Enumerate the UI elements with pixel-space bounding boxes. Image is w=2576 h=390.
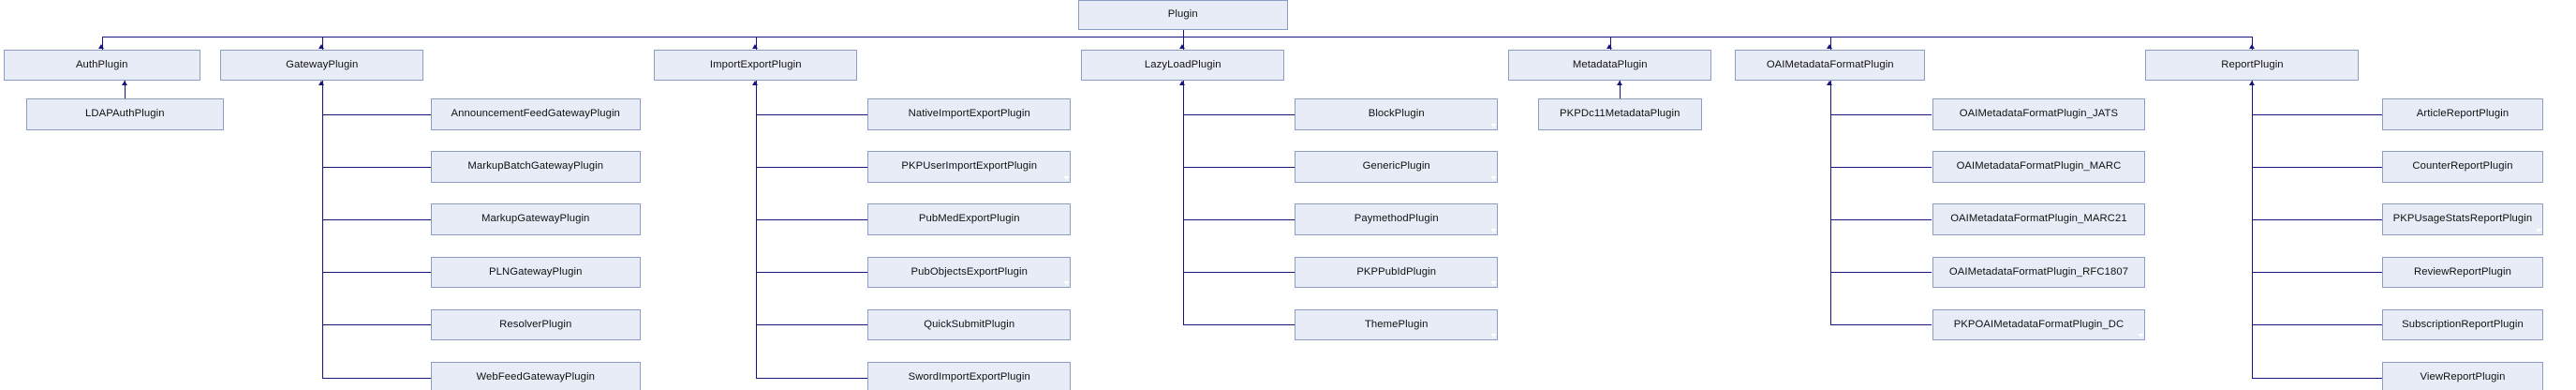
class-node-report-child-4[interactable]: SubscriptionReportPlugin	[2382, 308, 2543, 341]
bus-drop-oai	[1829, 36, 1831, 50]
class-node-report-child-0[interactable]: ArticleReportPlugin	[2382, 98, 2543, 130]
class-node-lazyload-child-3[interactable]: PKPPubIdPlugin	[1295, 256, 1499, 289]
class-node-importexport-child-1[interactable]: PKPUserImportExportPlugin	[867, 151, 1072, 183]
class-node-gateway-child-1[interactable]: MarkupBatchGatewayPlugin	[430, 151, 641, 183]
class-node-lazyload-child-0[interactable]: BlockPlugin	[1295, 98, 1499, 130]
class-node-lazyload-child-1[interactable]: GenericPlugin	[1295, 151, 1499, 183]
stub-importexport-3	[755, 272, 867, 274]
bus-drop-lazyload	[1182, 36, 1184, 50]
inheritance-arrow-icon-oai-0	[1827, 80, 1833, 85]
stub-oai-1	[1829, 167, 1932, 168]
inheritance-arrow-icon-importexport-up	[752, 43, 759, 49]
inheritance-arrow-icon-importexport-0	[752, 80, 759, 85]
class-node-metadata[interactable]: MetadataPlugin	[1508, 49, 1712, 81]
stub-gateway-4	[321, 324, 431, 326]
class-node-gateway-child-3[interactable]: PLNGatewayPlugin	[430, 256, 641, 288]
class-node-lazyload[interactable]: LazyLoadPlugin	[1081, 49, 1285, 81]
class-node-report-child-3[interactable]: ReviewReportPlugin	[2382, 256, 2543, 288]
inheritance-arrow-icon-metadata-0	[1616, 80, 1622, 85]
stub-gateway-2	[321, 219, 431, 221]
trunk-importexport	[755, 80, 757, 378]
class-node-gateway-child-5[interactable]: WebFeedGatewayPlugin	[430, 361, 641, 390]
class-node-importexport-child-4[interactable]: QuickSubmitPlugin	[867, 308, 1072, 341]
stub-report-3	[2252, 272, 2383, 274]
class-node-importexport-child-0[interactable]: NativeImportExportPlugin	[867, 98, 1072, 130]
inheritance-arrow-icon-report-up	[2249, 43, 2256, 49]
class-node-auth-child-0[interactable]: LDAPAuthPlugin	[26, 98, 224, 130]
class-node-importexport-child-3[interactable]: PubObjectsExportPlugin	[867, 256, 1072, 289]
trunk-lazyload	[1182, 80, 1184, 325]
trunk-auth	[125, 80, 126, 99]
stub-oai-2	[1829, 219, 1932, 221]
stub-gateway-0	[321, 113, 431, 115]
class-node-auth[interactable]: AuthPlugin	[3, 49, 200, 81]
class-node-gateway-child-0[interactable]: AnnouncementFeedGatewayPlugin	[430, 98, 641, 130]
stub-report-5	[2252, 377, 2383, 379]
bus-drop-report	[2252, 36, 2254, 50]
class-node-oai-child-2[interactable]: OAIMetadataFormatPlugin_MARC21	[1932, 203, 2146, 235]
class-node-importexport-child-5[interactable]: SwordImportExportPlugin	[867, 361, 1072, 390]
class-node-lazyload-child-4[interactable]: ThemePlugin	[1295, 308, 1499, 341]
class-node-gateway[interactable]: GatewayPlugin	[220, 49, 424, 81]
root-stem	[1182, 29, 1184, 37]
class-node-report-child-2[interactable]: PKPUsageStatsReportPlugin	[2382, 203, 2543, 236]
inheritance-arrow-icon-lazyload-up	[1179, 43, 1186, 49]
stub-lazyload-1	[1182, 167, 1295, 168]
class-node-oai[interactable]: OAIMetadataFormatPlugin	[1735, 49, 1926, 81]
class-node-gateway-child-4[interactable]: ResolverPlugin	[430, 308, 641, 341]
class-node-metadata-child-0[interactable]: PKPDc11MetadataPlugin	[1537, 98, 1702, 130]
inheritance-arrow-icon-metadata-up	[1606, 43, 1613, 49]
stub-importexport-4	[755, 324, 867, 326]
stub-gateway-1	[321, 167, 431, 168]
class-node-oai-child-0[interactable]: OAIMetadataFormatPlugin_JATS	[1932, 98, 2146, 130]
bus-drop-metadata	[1609, 36, 1611, 50]
inheritance-arrow-icon-auth-0	[121, 80, 127, 85]
trunk-report	[2252, 80, 2254, 378]
class-node-report-child-5[interactable]: ViewReportPlugin	[2382, 361, 2543, 390]
stub-gateway-3	[321, 272, 431, 274]
bus-drop-gateway	[321, 36, 323, 50]
class-node-oai-child-1[interactable]: OAIMetadataFormatPlugin_MARC	[1932, 151, 2146, 183]
stub-oai-3	[1829, 272, 1932, 274]
class-node-report[interactable]: ReportPlugin	[2145, 49, 2360, 81]
stub-report-2	[2252, 219, 2383, 221]
stub-lazyload-4	[1182, 324, 1295, 326]
stub-report-4	[2252, 324, 2383, 326]
trunk-metadata	[1620, 80, 1621, 99]
stub-importexport-1	[755, 167, 867, 168]
class-node-gateway-child-2[interactable]: MarkupGatewayPlugin	[430, 203, 641, 235]
class-node-oai-child-4[interactable]: PKPOAIMetadataFormatPlugin_DC	[1932, 308, 2146, 341]
stub-lazyload-0	[1182, 113, 1295, 115]
inheritance-arrow-icon-report-0	[2249, 80, 2256, 85]
inheritance-arrow-icon-lazyload-0	[1179, 80, 1186, 85]
level1-bus	[101, 36, 2253, 38]
class-node-importexport-child-2[interactable]: PubMedExportPlugin	[867, 203, 1072, 235]
bus-drop-importexport	[755, 36, 757, 50]
stub-report-1	[2252, 167, 2383, 168]
stub-importexport-0	[755, 113, 867, 115]
stub-gateway-5	[321, 377, 431, 379]
class-node-plugin[interactable]: Plugin	[1077, 0, 1288, 30]
stub-oai-0	[1829, 113, 1932, 115]
class-node-oai-child-3[interactable]: OAIMetadataFormatPlugin_RFC1807	[1932, 256, 2146, 288]
class-node-lazyload-child-2[interactable]: PaymethodPlugin	[1295, 203, 1499, 236]
stub-importexport-2	[755, 219, 867, 221]
stub-lazyload-2	[1182, 219, 1295, 221]
stub-importexport-5	[755, 377, 867, 379]
trunk-gateway	[321, 80, 323, 378]
stub-oai-4	[1829, 324, 1932, 326]
bus-drop-auth	[101, 36, 103, 50]
stub-lazyload-3	[1182, 272, 1295, 274]
stub-report-0	[2252, 113, 2383, 115]
trunk-oai	[1829, 80, 1831, 325]
class-node-report-child-1[interactable]: CounterReportPlugin	[2382, 151, 2543, 183]
inheritance-arrow-icon-oai-up	[1827, 43, 1833, 49]
inheritance-arrow-icon-gateway-up	[318, 43, 325, 49]
inheritance-arrow-icon-gateway-0	[318, 80, 325, 85]
inheritance-arrow-icon-auth-up	[98, 43, 105, 49]
class-node-importexport[interactable]: ImportExportPlugin	[654, 49, 858, 81]
